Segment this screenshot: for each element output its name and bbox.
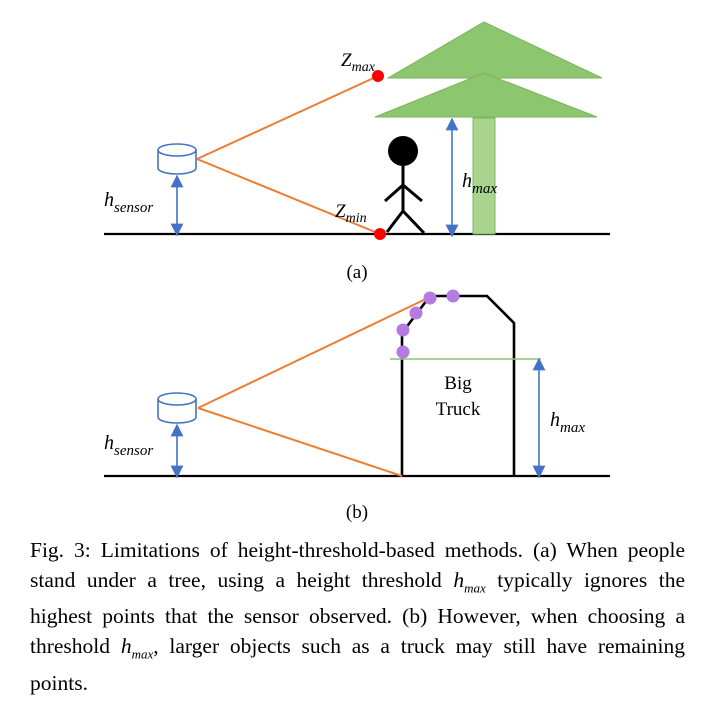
caption-part3: , larger objects such as a truck may sti…: [30, 633, 685, 695]
remaining-point: [423, 291, 437, 305]
panel-b-label: (b): [346, 502, 368, 523]
panel-b: Big Truck hsensor hmax (b): [104, 289, 610, 523]
remaining-point: [396, 345, 410, 359]
tree-trunk: [472, 117, 496, 235]
sensor-icon-b: [157, 392, 197, 424]
ray-lower-b: [197, 407, 403, 477]
panel-a-label: (a): [346, 262, 367, 283]
caption-text: Fig. 3: Limitations of height-threshold-…: [30, 536, 685, 698]
caption-math-hmax-1: hmax: [453, 567, 486, 595]
remaining-point: [396, 323, 410, 337]
truck-label-line1: Big: [444, 373, 472, 394]
ray-lower-a: [196, 158, 381, 235]
hmax-label-b: hmax: [550, 409, 585, 436]
panel-a: Zmax Zmin hsensor hmax (a): [104, 21, 610, 283]
zmax-point: [372, 70, 384, 82]
figure-caption: Fig. 3: Limitations of height-threshold-…: [30, 536, 685, 698]
caption-part2: typically ignores the highest points tha…: [30, 567, 686, 658]
zmin-point: [374, 228, 386, 240]
sensor-height-label-b: hsensor: [104, 432, 153, 459]
remaining-points: [396, 289, 460, 359]
truck-label-line2: Truck: [436, 399, 481, 420]
sensor-height-label-a: hsensor: [104, 189, 153, 216]
caption-math-hmax-2: hmax: [120, 633, 154, 662]
remaining-point: [446, 289, 460, 303]
ray-upper-a: [196, 75, 379, 160]
hmax-label-a: hmax: [462, 170, 497, 197]
tree-canopy-top: [386, 21, 603, 79]
sensor-icon-a: [157, 143, 197, 175]
zmin-label: Zmin: [335, 201, 367, 226]
zmax-label: Zmax: [341, 50, 376, 75]
caption-fig-label: Fig. 3:: [30, 538, 91, 562]
caption-part1: Limitations of height-threshold-based me…: [30, 538, 686, 592]
figure-illustration: Zmax Zmin hsensor hmax (a): [104, 21, 610, 523]
remaining-point: [409, 306, 423, 320]
tree-canopy-bottom: [374, 72, 598, 118]
ray-upper-b: [197, 296, 431, 409]
person-figure: [384, 136, 426, 235]
